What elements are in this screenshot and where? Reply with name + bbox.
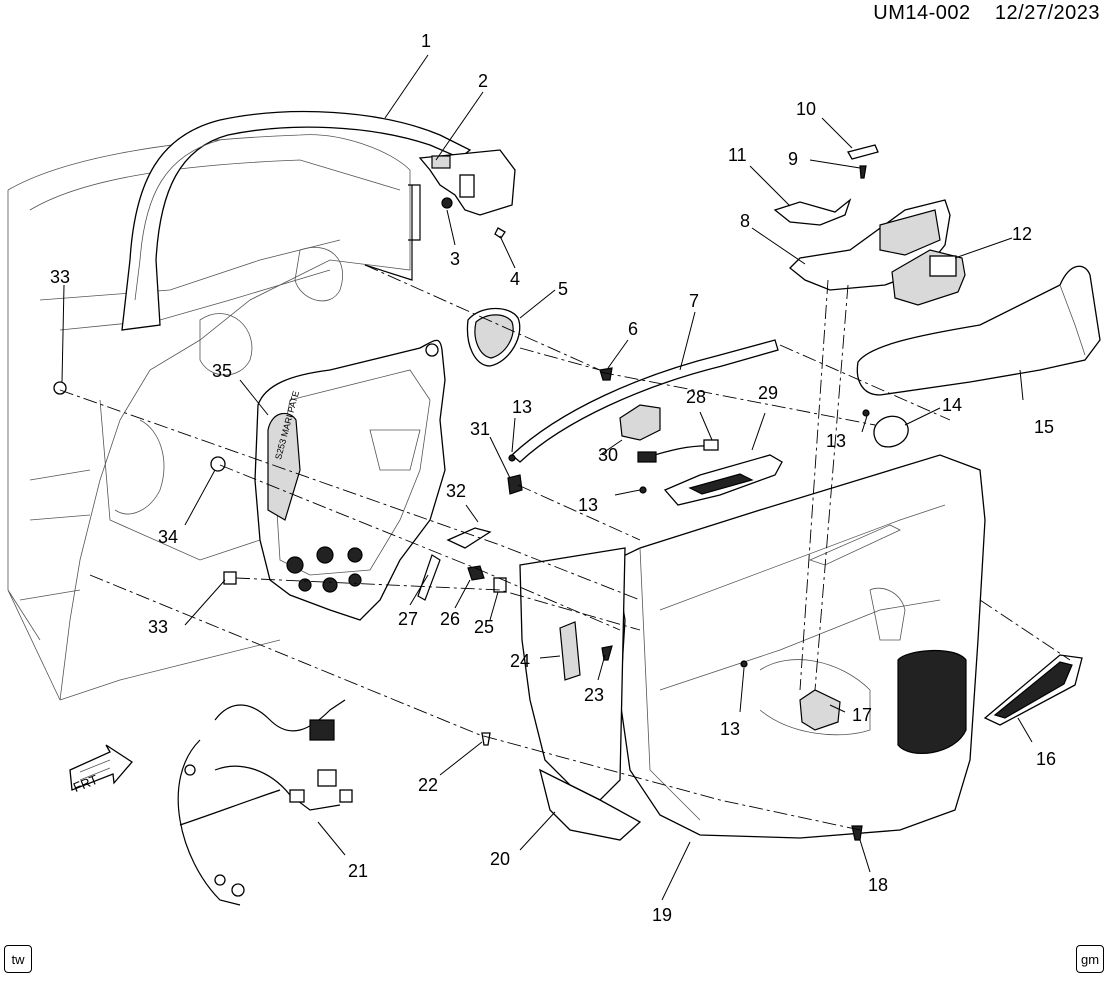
door-frame	[7, 134, 411, 701]
callout-33-b: 33	[148, 617, 169, 637]
part-9-screw	[859, 165, 867, 179]
callout-30: 30	[598, 445, 619, 465]
callout-13-c: 13	[578, 495, 599, 515]
part-26-bolt	[467, 565, 485, 581]
callout-29: 29	[758, 383, 779, 403]
callout-5: 5	[558, 279, 569, 299]
callout-19: 19	[652, 905, 673, 925]
callout-8: 8	[740, 211, 751, 231]
part-35-door-module-panel: S253 MARI PATE	[254, 339, 446, 621]
callout-3: 3	[450, 249, 461, 269]
part-20-lower-shield	[519, 547, 642, 841]
callout-28: 28	[686, 387, 707, 407]
part-28-wire-lead	[637, 439, 719, 463]
leader-lines	[61, 54, 1033, 901]
part-10-cap	[847, 144, 879, 160]
document-header: UM14-002 12/27/2023	[873, 2, 1100, 25]
callout-10: 10	[796, 99, 817, 119]
callout-4: 4	[510, 269, 521, 289]
part-5-tweeter-grille	[466, 307, 521, 367]
part-29-inside-handle	[663, 454, 783, 506]
callout-20: 20	[490, 849, 511, 869]
callout-33-a: 33	[50, 267, 71, 287]
part-19-door-trim-panel	[614, 454, 986, 839]
callout-15: 15	[1034, 417, 1055, 437]
callout-27: 27	[398, 609, 419, 629]
document-id: UM14-002	[873, 2, 971, 24]
gm-logo: gm	[1076, 945, 1104, 973]
callout-13-d: 13	[720, 719, 741, 739]
document-date: 12/27/2023	[994, 2, 1100, 24]
callout-22: 22	[418, 775, 439, 795]
callout-17: 17	[852, 705, 873, 725]
callout-13-a: 13	[512, 397, 533, 417]
part-27-rod	[417, 554, 441, 601]
part-21-wiring-harness	[177, 699, 353, 906]
callout-21: 21	[348, 861, 369, 881]
part-11-bezel-trim	[773, 198, 852, 226]
part-31-clip	[507, 474, 523, 495]
part-30-switch-module	[619, 404, 661, 441]
part-24-foam-block	[559, 621, 581, 681]
callout-7: 7	[689, 291, 700, 311]
callout-6: 6	[628, 319, 639, 339]
callout-9: 9	[788, 149, 799, 169]
callout-35: 35	[212, 361, 233, 381]
callout-31: 31	[470, 419, 491, 439]
part-32-bracket	[446, 527, 492, 549]
part-14-speaker-clip	[873, 415, 909, 448]
callout-24: 24	[510, 651, 531, 671]
callout-2: 2	[478, 71, 489, 91]
callout-26: 26	[440, 609, 461, 629]
front-orientation-arrow: FRT	[69, 744, 133, 795]
part-16-speaker-grille	[983, 654, 1083, 726]
tw-badge: tw	[4, 945, 32, 973]
part-15-armrest-pad	[856, 265, 1101, 396]
construction-lines	[59, 184, 1071, 831]
callout-32: 32	[446, 481, 467, 501]
callout-25: 25	[474, 617, 495, 637]
callout-16: 16	[1036, 749, 1057, 769]
callout-13-b: 13	[826, 431, 847, 451]
callout-14: 14	[942, 395, 963, 415]
part-25-clip	[493, 577, 507, 593]
callout-18: 18	[868, 875, 889, 895]
callout-11: 11	[728, 145, 747, 165]
part-1-window-frame	[121, 110, 472, 331]
callout-34: 34	[158, 527, 179, 547]
callout-1: 1	[421, 31, 432, 51]
part-12-window-switch	[891, 249, 966, 306]
callout-23: 23	[584, 685, 605, 705]
part-7-upper-trim-strip	[511, 339, 779, 463]
callout-12: 12	[1012, 224, 1033, 244]
part-2-mirror-bracket	[418, 149, 516, 239]
